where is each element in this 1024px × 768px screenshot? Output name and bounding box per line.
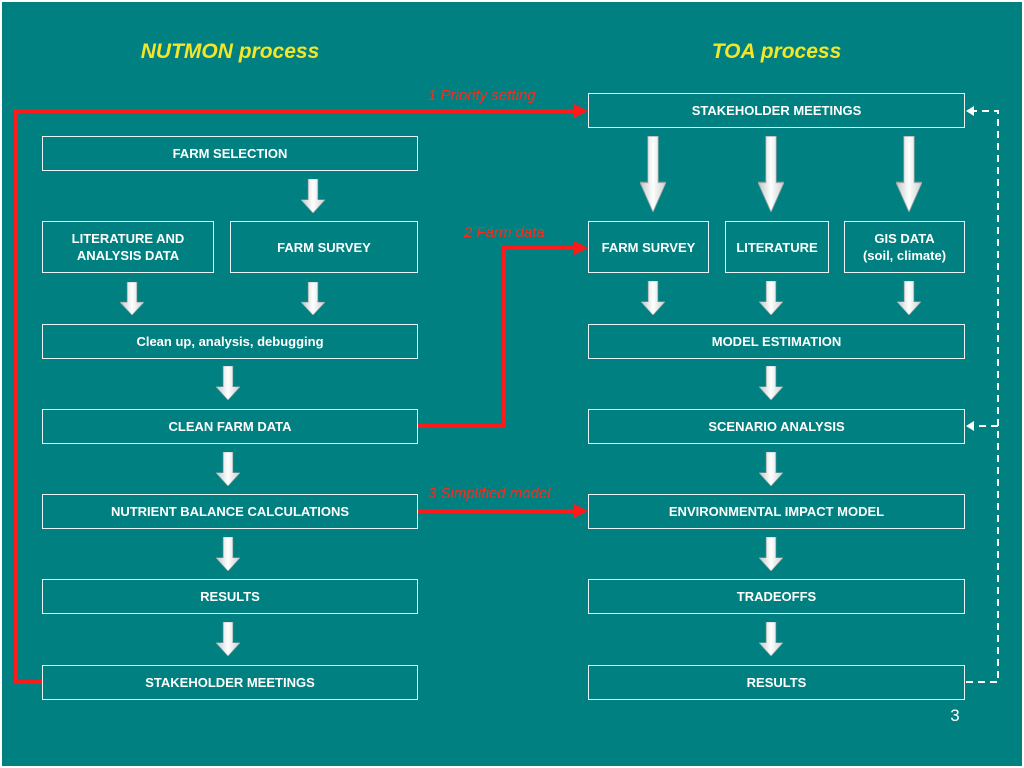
stakeholder-meetings-box-toa: STAKEHOLDER MEETINGS [588, 93, 965, 128]
arrow-down [301, 179, 325, 213]
tradeoffs-box: TRADEOFFS [588, 579, 965, 614]
farm-survey-box-nutmon: FARM SURVEY [230, 221, 418, 273]
scenario-analysis-box: SCENARIO ANALYSIS [588, 409, 965, 444]
priority-setting-arrowhead [574, 104, 588, 118]
farm-survey-label: FARM SURVEY [277, 239, 371, 255]
arrow-down [759, 537, 783, 571]
toa-process-title: TOA process [711, 40, 842, 63]
arrow-down [896, 136, 922, 212]
simplified-model-arrowhead [574, 504, 588, 518]
arrow-down [641, 281, 665, 315]
nutrient-balance-label: NUTRIENT BALANCE CALCULATIONS [110, 504, 350, 519]
page-number: 3 [950, 706, 960, 725]
feedback-arrowhead-scenario [966, 421, 974, 431]
arrow-down [216, 366, 240, 400]
arrow-down [216, 452, 240, 486]
stakeholder-meetings-label: STAKEHOLDER MEETINGS [145, 675, 315, 690]
results-label: RESULTS [746, 675, 807, 690]
nutmon-process-title: NUTMON process [140, 40, 320, 63]
literature-label: LITERATURE [736, 239, 818, 255]
gis-data-box: GIS DATA (soil, climate) [844, 221, 965, 273]
cleanup-label: Clean up, analysis, debugging [136, 334, 324, 349]
farm-data-label: 2 Farm data [464, 224, 545, 241]
farm-survey-label: FARM SURVEY [601, 239, 696, 255]
model-estimation-label: MODEL ESTIMATION [711, 334, 842, 349]
priority-setting-label: 1 Priority setting [428, 87, 536, 104]
arrow-down [216, 622, 240, 656]
farm-data-connector [418, 246, 574, 428]
cleanup-box: Clean up, analysis, debugging [42, 324, 418, 359]
farm-selection-box: FARM SELECTION [42, 136, 418, 171]
farm-selection-label: FARM SELECTION [172, 146, 288, 161]
arrow-down [758, 136, 784, 212]
clean-farm-data-box: CLEAN FARM DATA [42, 409, 418, 444]
nutrient-balance-box: NUTRIENT BALANCE CALCULATIONS [42, 494, 418, 529]
literature-analysis-data-box: LITERATURE AND ANALYSIS DATA [42, 221, 214, 273]
environmental-impact-box: ENVIRONMENTAL IMPACT MODEL [588, 494, 965, 529]
arrow-down [759, 452, 783, 486]
arrow-down [759, 281, 783, 315]
arrow-down [120, 282, 144, 315]
literature-label-line2: ANALYSIS DATA [76, 248, 180, 263]
farm-data-arrowhead [574, 241, 588, 255]
simplified-model-label: 3 Simplified model [428, 485, 551, 502]
farm-survey-box-toa: FARM SURVEY [588, 221, 709, 273]
gis-label-line2: (soil, climate) [862, 248, 947, 263]
scenario-analysis-label: SCENARIO ANALYSIS [708, 419, 845, 434]
tradeoffs-label: TRADEOFFS [736, 589, 817, 604]
stakeholder-meetings-box-nutmon: STAKEHOLDER MEETINGS [42, 665, 418, 700]
results-box-nutmon: RESULTS [42, 579, 418, 614]
model-estimation-box: MODEL ESTIMATION [588, 324, 965, 359]
feedback-dashed-loop [966, 110, 999, 683]
arrow-down [759, 366, 783, 400]
results-label: RESULTS [200, 589, 260, 604]
stakeholder-meetings-label: STAKEHOLDER MEETINGS [691, 103, 862, 118]
gis-label-line1: GIS DATA [874, 231, 935, 246]
priority-setting-connector [14, 109, 574, 684]
literature-box: LITERATURE [725, 221, 829, 273]
results-box-toa: RESULTS [588, 665, 965, 700]
arrow-down [301, 282, 325, 315]
arrow-down [216, 537, 240, 571]
arrow-down [759, 622, 783, 656]
clean-farm-data-label: CLEAN FARM DATA [168, 419, 292, 434]
arrow-down [640, 136, 666, 212]
literature-label-line1: LITERATURE AND [71, 231, 185, 246]
arrow-down [897, 281, 921, 315]
environmental-impact-label: ENVIRONMENTAL IMPACT MODEL [668, 504, 885, 519]
feedback-arrowhead-top [966, 106, 974, 116]
